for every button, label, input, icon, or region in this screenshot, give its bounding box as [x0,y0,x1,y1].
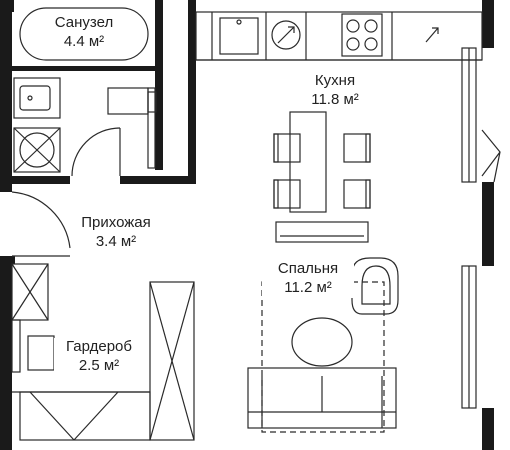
wardrobe-diag-2 [73,391,119,441]
washing-machine-drum [19,132,55,168]
wall-bathroom-bottom-right [120,176,196,184]
kitchen-bench [275,221,369,243]
wall-bathroom-right [155,0,163,170]
room-name: Кухня [314,72,356,89]
dishwasher-icon [271,20,301,50]
room-name: Прихожая [81,214,151,231]
wall-left-upper [0,0,12,192]
bathroom-shelf [147,87,156,169]
toilet-tank [107,87,149,115]
fridge-arrowhead [432,27,439,34]
burner-2 [364,19,378,33]
wardrobe-drawer [27,335,55,371]
room-area: 4.4 м² [63,32,105,50]
dishwasher-arrow [277,26,295,44]
room-label-bathroom: Санузел 4.4 м² [44,14,124,52]
rug [291,317,353,367]
room-area: 3.4 м² [95,232,137,250]
entrance-door-arc [11,191,71,249]
wardrobe-shelf-x2 [11,263,49,321]
cooktop [341,13,383,57]
washing-machine-cross-2 [13,127,61,173]
room-label-bedroom: Спальня 11.2 м² [262,260,354,298]
windows [461,47,501,409]
wardrobe-cabinet [11,319,21,373]
room-area: 11.2 м² [262,278,354,298]
kitchen [195,11,483,243]
chair-4-back [365,179,371,209]
burner-3 [346,37,360,51]
wardrobe [11,263,195,441]
room-name: Спальня [262,260,354,279]
wall-bathroom-bottom-left [0,176,70,184]
armchair-seat [361,265,391,305]
armchair [351,257,399,315]
wall-bathroom-partition [12,66,155,71]
bathtub [19,7,149,61]
wardrobe-shelf-top [11,263,49,321]
chair-2-back [365,133,371,163]
room-name: Санузел [54,14,114,31]
wall-left-lower [0,256,12,450]
room-area: 11.8 м² [311,90,359,108]
sink-drain [27,95,33,101]
wardrobe-bottom-frame [19,391,151,441]
wall-right-bottom [482,408,494,450]
chair-1-back [273,133,279,163]
room-label-wardrobe: Гардероб 2.5 м² [54,338,144,376]
room-name: Гардероб [54,338,144,357]
wall-kitchen-left [188,0,196,184]
room-label-hallway: Прихожая 3.4 м² [66,214,166,252]
washing-machine [13,127,61,173]
kitchen-sink-drain [236,19,242,25]
balcony-door [481,129,501,183]
fridge-arrow [425,27,439,43]
hallway [11,191,71,257]
kitchen-sink [219,17,259,55]
sink-counter [13,77,61,119]
room-area: 2.5 м² [54,356,144,376]
sink-basin [19,85,51,111]
bathroom-door-arc [71,127,121,177]
room-label-kitchen: Кухня 11.8 м² [290,72,380,110]
walls [0,0,494,450]
chair-3-back [273,179,279,209]
tall-cabinet [149,281,195,441]
kitchen-counter [195,11,483,61]
bathroom [13,7,157,177]
wall-right-middle [482,182,494,266]
burner-4 [364,37,378,51]
wall-right-top [482,0,494,48]
wardrobe-diag-1 [29,391,75,441]
burner-1 [346,19,360,33]
dishwasher-arrowhead [288,26,295,33]
tall-cabinet-x2 [149,281,195,441]
sofa [247,367,397,429]
wall-wardrobe-top [12,256,15,264]
